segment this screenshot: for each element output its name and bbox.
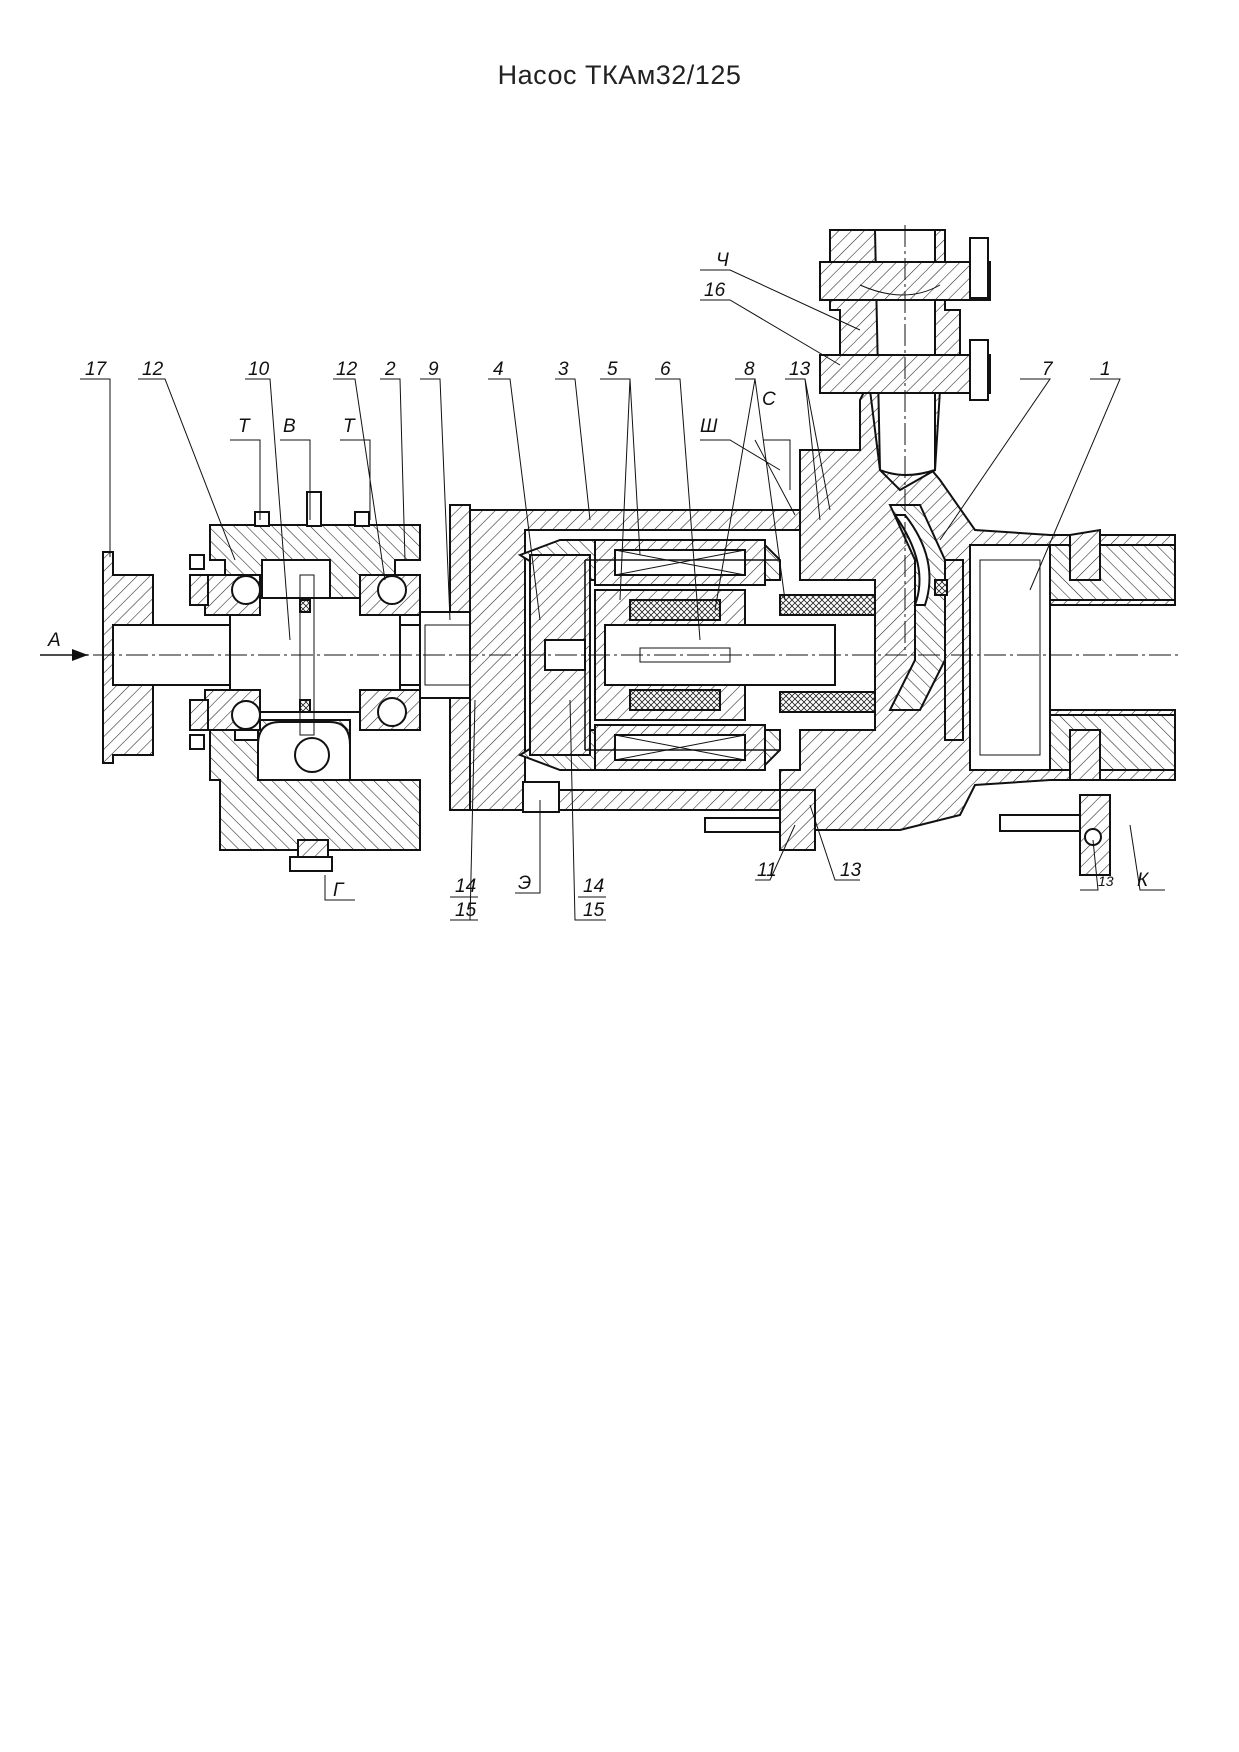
callout-1: 1 (1100, 359, 1111, 380)
callout-15-right: 15 (583, 900, 605, 921)
callout-7: 7 (1042, 359, 1054, 380)
callout-k: К (1137, 870, 1150, 891)
callout-a: А (47, 630, 61, 651)
callout-17: 17 (85, 359, 108, 380)
pump-casing (779, 377, 1176, 831)
callout-v: В (283, 416, 296, 437)
callout-3: 3 (558, 359, 569, 380)
callout-16: 16 (704, 280, 726, 301)
bearings (204, 574, 421, 773)
leader-lines (80, 269, 1165, 921)
view-arrow-a (40, 649, 88, 661)
callout-12-right: 12 (336, 359, 358, 380)
callout-13-top: 13 (789, 359, 811, 380)
callout-t-right: Т (343, 416, 356, 437)
callout-t-left: Т (238, 416, 251, 437)
callout-11: 11 (757, 860, 777, 881)
callout-labels: 17 12 10 12 2 9 4 3 5 6 8 13 7 1 16 Ч С … (47, 250, 1150, 921)
callout-10: 10 (248, 359, 270, 380)
callout-sh: Ш (700, 416, 718, 437)
callout-13-bottom: 13 (840, 860, 862, 881)
callout-6: 6 (660, 359, 671, 380)
callout-ch: Ч (716, 250, 729, 271)
callout-15-left: 15 (455, 900, 477, 921)
impeller (888, 504, 964, 741)
callout-13-small: 13 (1098, 873, 1114, 889)
callout-s: С (762, 389, 776, 410)
callout-14-left: 14 (455, 876, 476, 897)
magnets (594, 539, 766, 771)
containment-can (584, 559, 780, 751)
callout-g: Г (333, 880, 345, 901)
drawing-title: Насос ТКАм32/125 (497, 60, 742, 90)
callout-4: 4 (493, 359, 504, 380)
callout-2: 2 (384, 359, 396, 380)
callout-12-left: 12 (142, 359, 164, 380)
callout-e: Э (518, 873, 531, 894)
callout-5: 5 (607, 359, 618, 380)
callout-9: 9 (428, 359, 439, 380)
callout-underlines (450, 896, 606, 921)
callout-14-right: 14 (583, 876, 604, 897)
callout-8: 8 (744, 359, 755, 380)
